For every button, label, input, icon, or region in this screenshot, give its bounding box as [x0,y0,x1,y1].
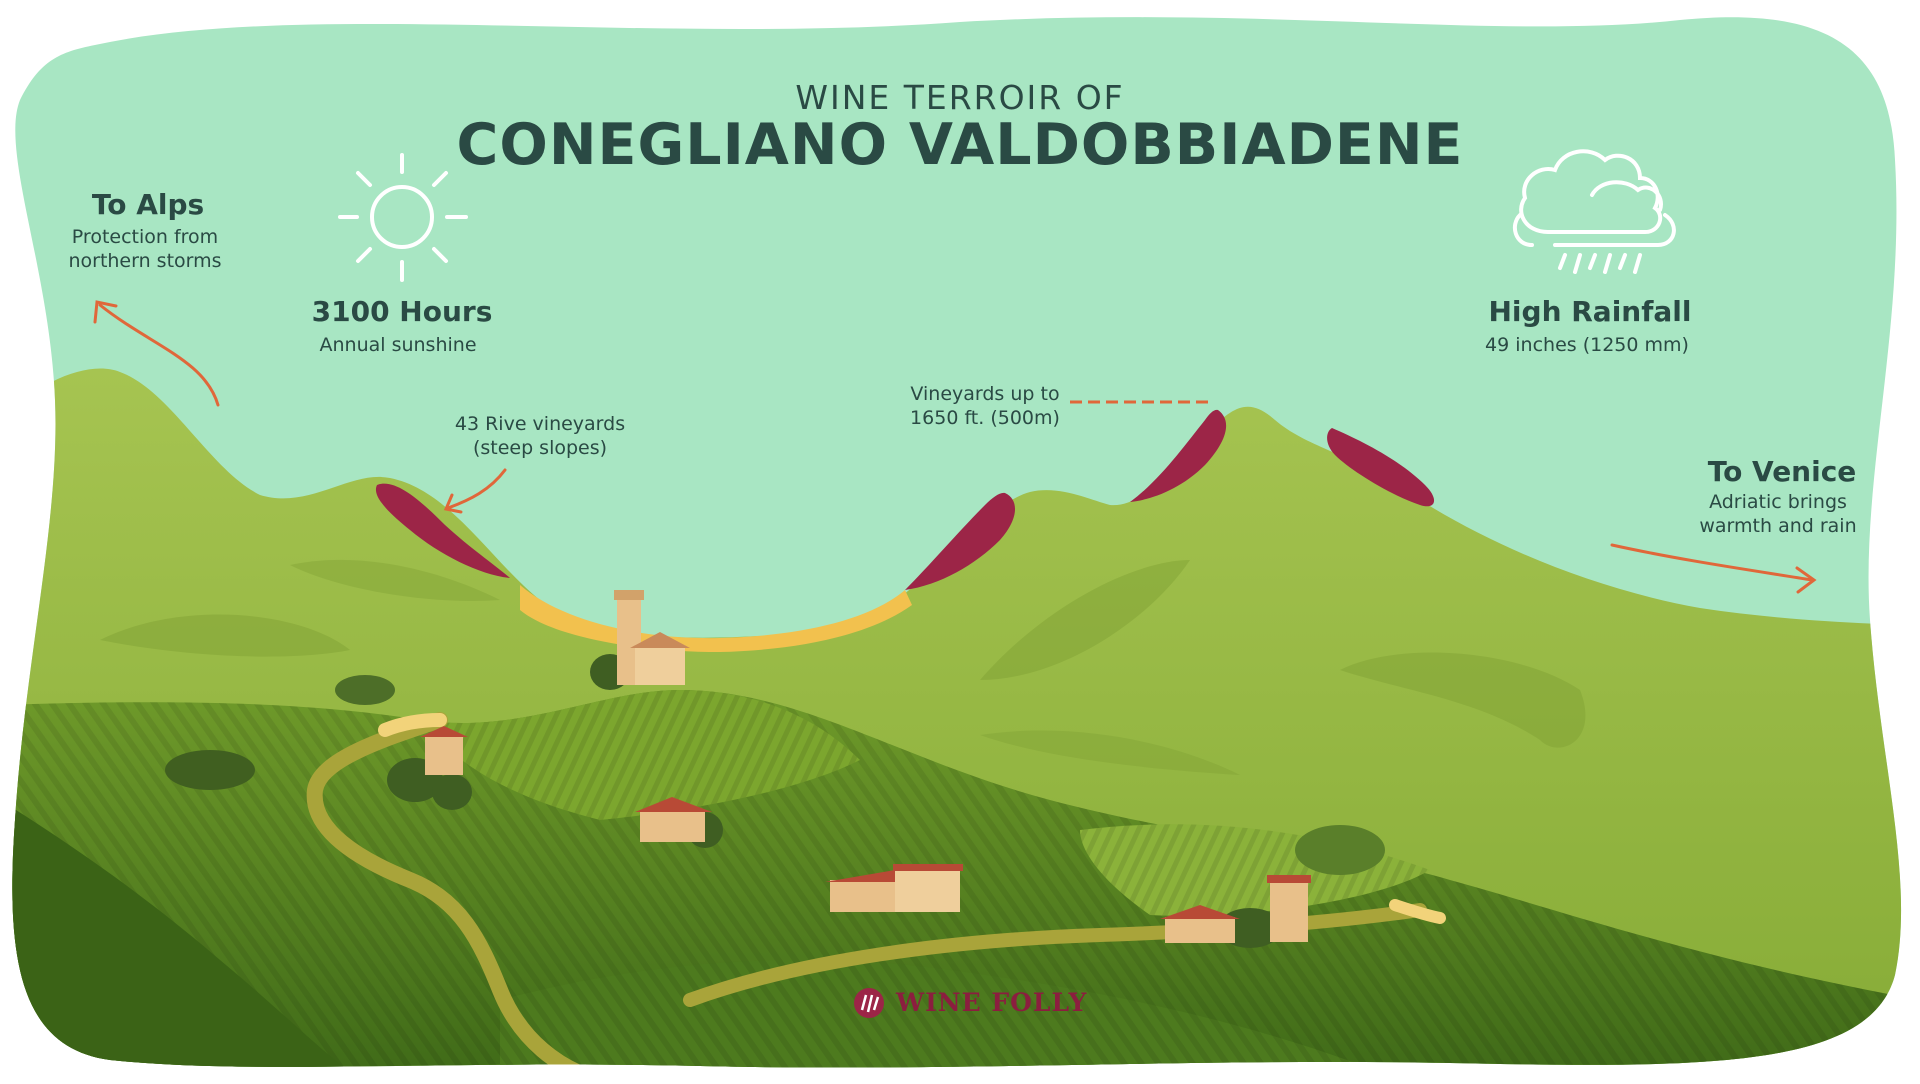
rive-arrow [443,468,507,514]
venice-arrow [1610,543,1817,594]
rive-vineyard-slope [905,492,1016,590]
farmhouse [1160,905,1240,943]
venice-heading: To Venice [1707,455,1857,488]
road-highlight [1389,899,1446,924]
rive-vineyard-slope [1130,409,1227,502]
rainfall-heading: High Rainfall [1488,295,1692,328]
hill-shade [290,559,500,601]
sunshine-sub: Annual sunshine [319,334,477,356]
altitude-line2: 1650 ft. (500m) [910,407,1060,429]
rive-line2: (steep slopes) [472,437,608,459]
bell-tower-church [614,590,690,685]
alps-arrow [93,300,220,407]
vine-rows [420,690,860,820]
sunshine-heading: 3100 Hours [311,295,493,328]
venice-line2: warmth and rain [1699,515,1857,537]
farmhouse [635,797,712,842]
altitude-line1: Vineyards up to [910,383,1060,405]
hill-shade [1340,652,1586,748]
sun-icon [338,153,468,282]
rive-vineyard-slope [375,483,510,578]
wine-folly-logo-icon [854,988,884,1018]
rive-line1: 43 Rive vineyards [454,413,626,435]
page-title: CONEGLIANO VALDOBBIADENE [456,112,1464,178]
villa [825,864,963,912]
alps-line1: Protection from [71,226,219,248]
dark-foreground [12,800,360,1068]
venice-line1: Adriatic brings [1709,491,1847,513]
brand-name: WINE FOLLY [896,988,1088,1017]
hill-shade [980,560,1190,680]
rainfall-sub: 49 inches (1250 mm) [1485,334,1689,356]
winding-road [306,712,608,1068]
rive-vineyard-slope [1327,428,1435,507]
alps-line2: northern storms [68,250,222,272]
road-highlight [378,713,447,737]
hill-shade [980,730,1240,775]
title-kicker: WINE TERROIR OF [795,78,1125,117]
winding-road [683,903,1427,1007]
rain-cloud-icon [1512,149,1676,274]
farmhouse [420,726,468,775]
tower-house [1267,875,1311,942]
hill-shade [100,614,350,657]
alps-heading: To Alps [91,188,205,221]
